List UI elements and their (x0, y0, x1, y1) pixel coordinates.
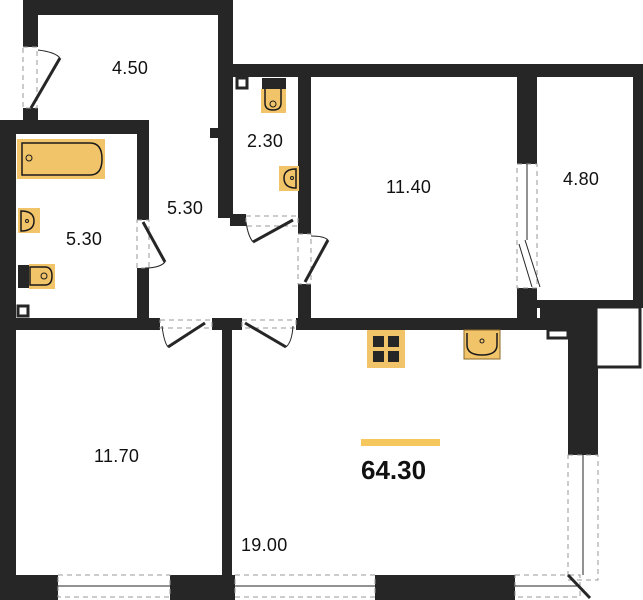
doors (29, 49, 592, 600)
room-area-bedroom-2: 11.70 (94, 446, 140, 466)
kitchen-sink-icon (463, 329, 501, 360)
sink-icon-wc (279, 166, 299, 191)
toilet-icon (18, 264, 55, 289)
stove-icon (367, 330, 405, 368)
room-area-corridor: 5.30 (167, 198, 204, 218)
room-area-balcony: 4.80 (563, 169, 600, 189)
total-area: 64.30 (361, 455, 427, 485)
sink-icon (18, 208, 40, 233)
room-area-bedroom-1: 11.40 (386, 177, 432, 197)
window-glass-lines (58, 164, 584, 587)
room-area-bathroom: 5.30 (66, 229, 103, 249)
bathtub-icon (17, 139, 105, 179)
room-area-toilet: 2.30 (247, 131, 284, 151)
shaft-markers (16, 76, 642, 369)
room-area-hallway-entry: 4.50 (112, 58, 149, 78)
toilet-icon-wc (261, 78, 286, 113)
room-area-kitchen-living: 19.00 (241, 535, 288, 555)
total-area-accent-bar (361, 439, 440, 446)
